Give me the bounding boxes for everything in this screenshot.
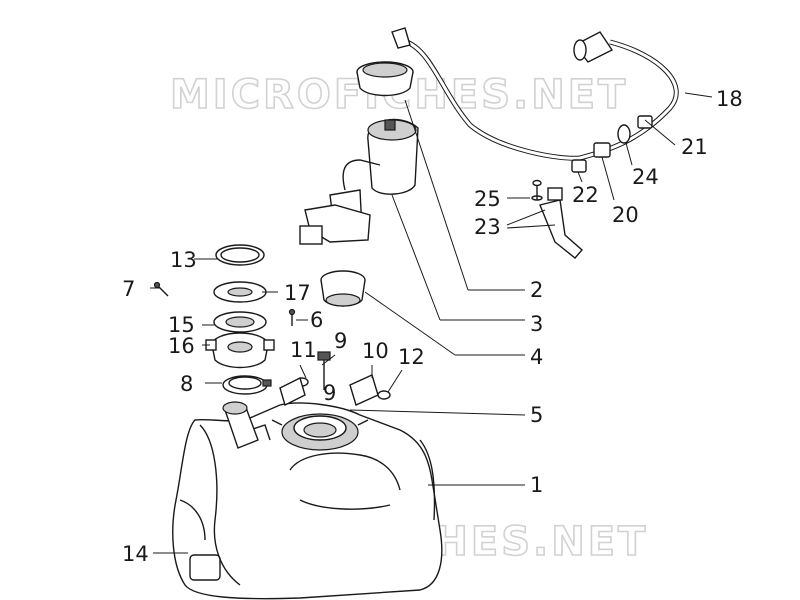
nut-part-12 xyxy=(377,390,391,400)
leader-lines xyxy=(150,92,713,554)
hose-clip-part-20 xyxy=(593,142,611,158)
callout-22: 22 xyxy=(572,183,599,207)
callout-9a: 9 xyxy=(334,329,347,353)
ring-nut-part xyxy=(356,61,414,97)
callout-6: 6 xyxy=(310,308,323,332)
callout-8: 8 xyxy=(180,372,193,396)
callout-14: 14 xyxy=(122,542,149,566)
fuel-hose-part xyxy=(391,27,679,161)
callout-1: 1 xyxy=(530,473,543,497)
callout-16: 16 xyxy=(168,334,195,358)
bracket-part-10 xyxy=(349,374,379,406)
filler-flange-part xyxy=(205,332,275,369)
flange-plate-part xyxy=(213,281,267,303)
pump-ring-part xyxy=(271,413,369,451)
callout-15: 15 xyxy=(168,313,195,337)
tank-inlet-pipe xyxy=(222,401,259,449)
callout-25: 25 xyxy=(474,187,501,211)
callout-3: 3 xyxy=(530,312,543,336)
bracket-part-23 xyxy=(539,187,583,259)
callout-13: 13 xyxy=(170,248,197,272)
hose-sleeve-part-24 xyxy=(617,124,631,144)
callout-9b: 9 xyxy=(323,381,336,405)
callout-23: 23 xyxy=(474,215,501,239)
callout-11: 11 xyxy=(290,338,317,362)
hose-clamp-part xyxy=(222,375,272,395)
pump-gasket-part xyxy=(320,270,366,307)
callout-5: 5 xyxy=(530,403,543,427)
hose-clamp-part-22 xyxy=(571,159,587,173)
callout-4: 4 xyxy=(530,345,543,369)
fuel-tank-part xyxy=(172,402,443,600)
callout-2: 2 xyxy=(530,278,543,302)
callout-17: 17 xyxy=(284,281,311,305)
screw-part-25 xyxy=(531,179,543,201)
flange-gasket-part xyxy=(213,311,267,333)
screw-part-7 xyxy=(153,281,169,297)
callout-24: 24 xyxy=(632,165,659,189)
screw-part-6 xyxy=(288,308,296,326)
seal-ring-part xyxy=(215,244,265,266)
fuel-pump-part xyxy=(299,118,419,245)
retaining-clip-part xyxy=(279,376,306,407)
callout-20: 20 xyxy=(612,203,639,227)
callout-18: 18 xyxy=(716,87,743,111)
callout-21: 21 xyxy=(681,135,708,159)
callout-labels: 1 2 3 4 5 6 7 8 9 9 10 11 12 13 14 15 16… xyxy=(122,87,743,566)
callout-12: 12 xyxy=(398,345,425,369)
callout-10: 10 xyxy=(362,339,389,363)
callout-7: 7 xyxy=(122,277,135,301)
hose-clip-part-21 xyxy=(637,115,653,129)
